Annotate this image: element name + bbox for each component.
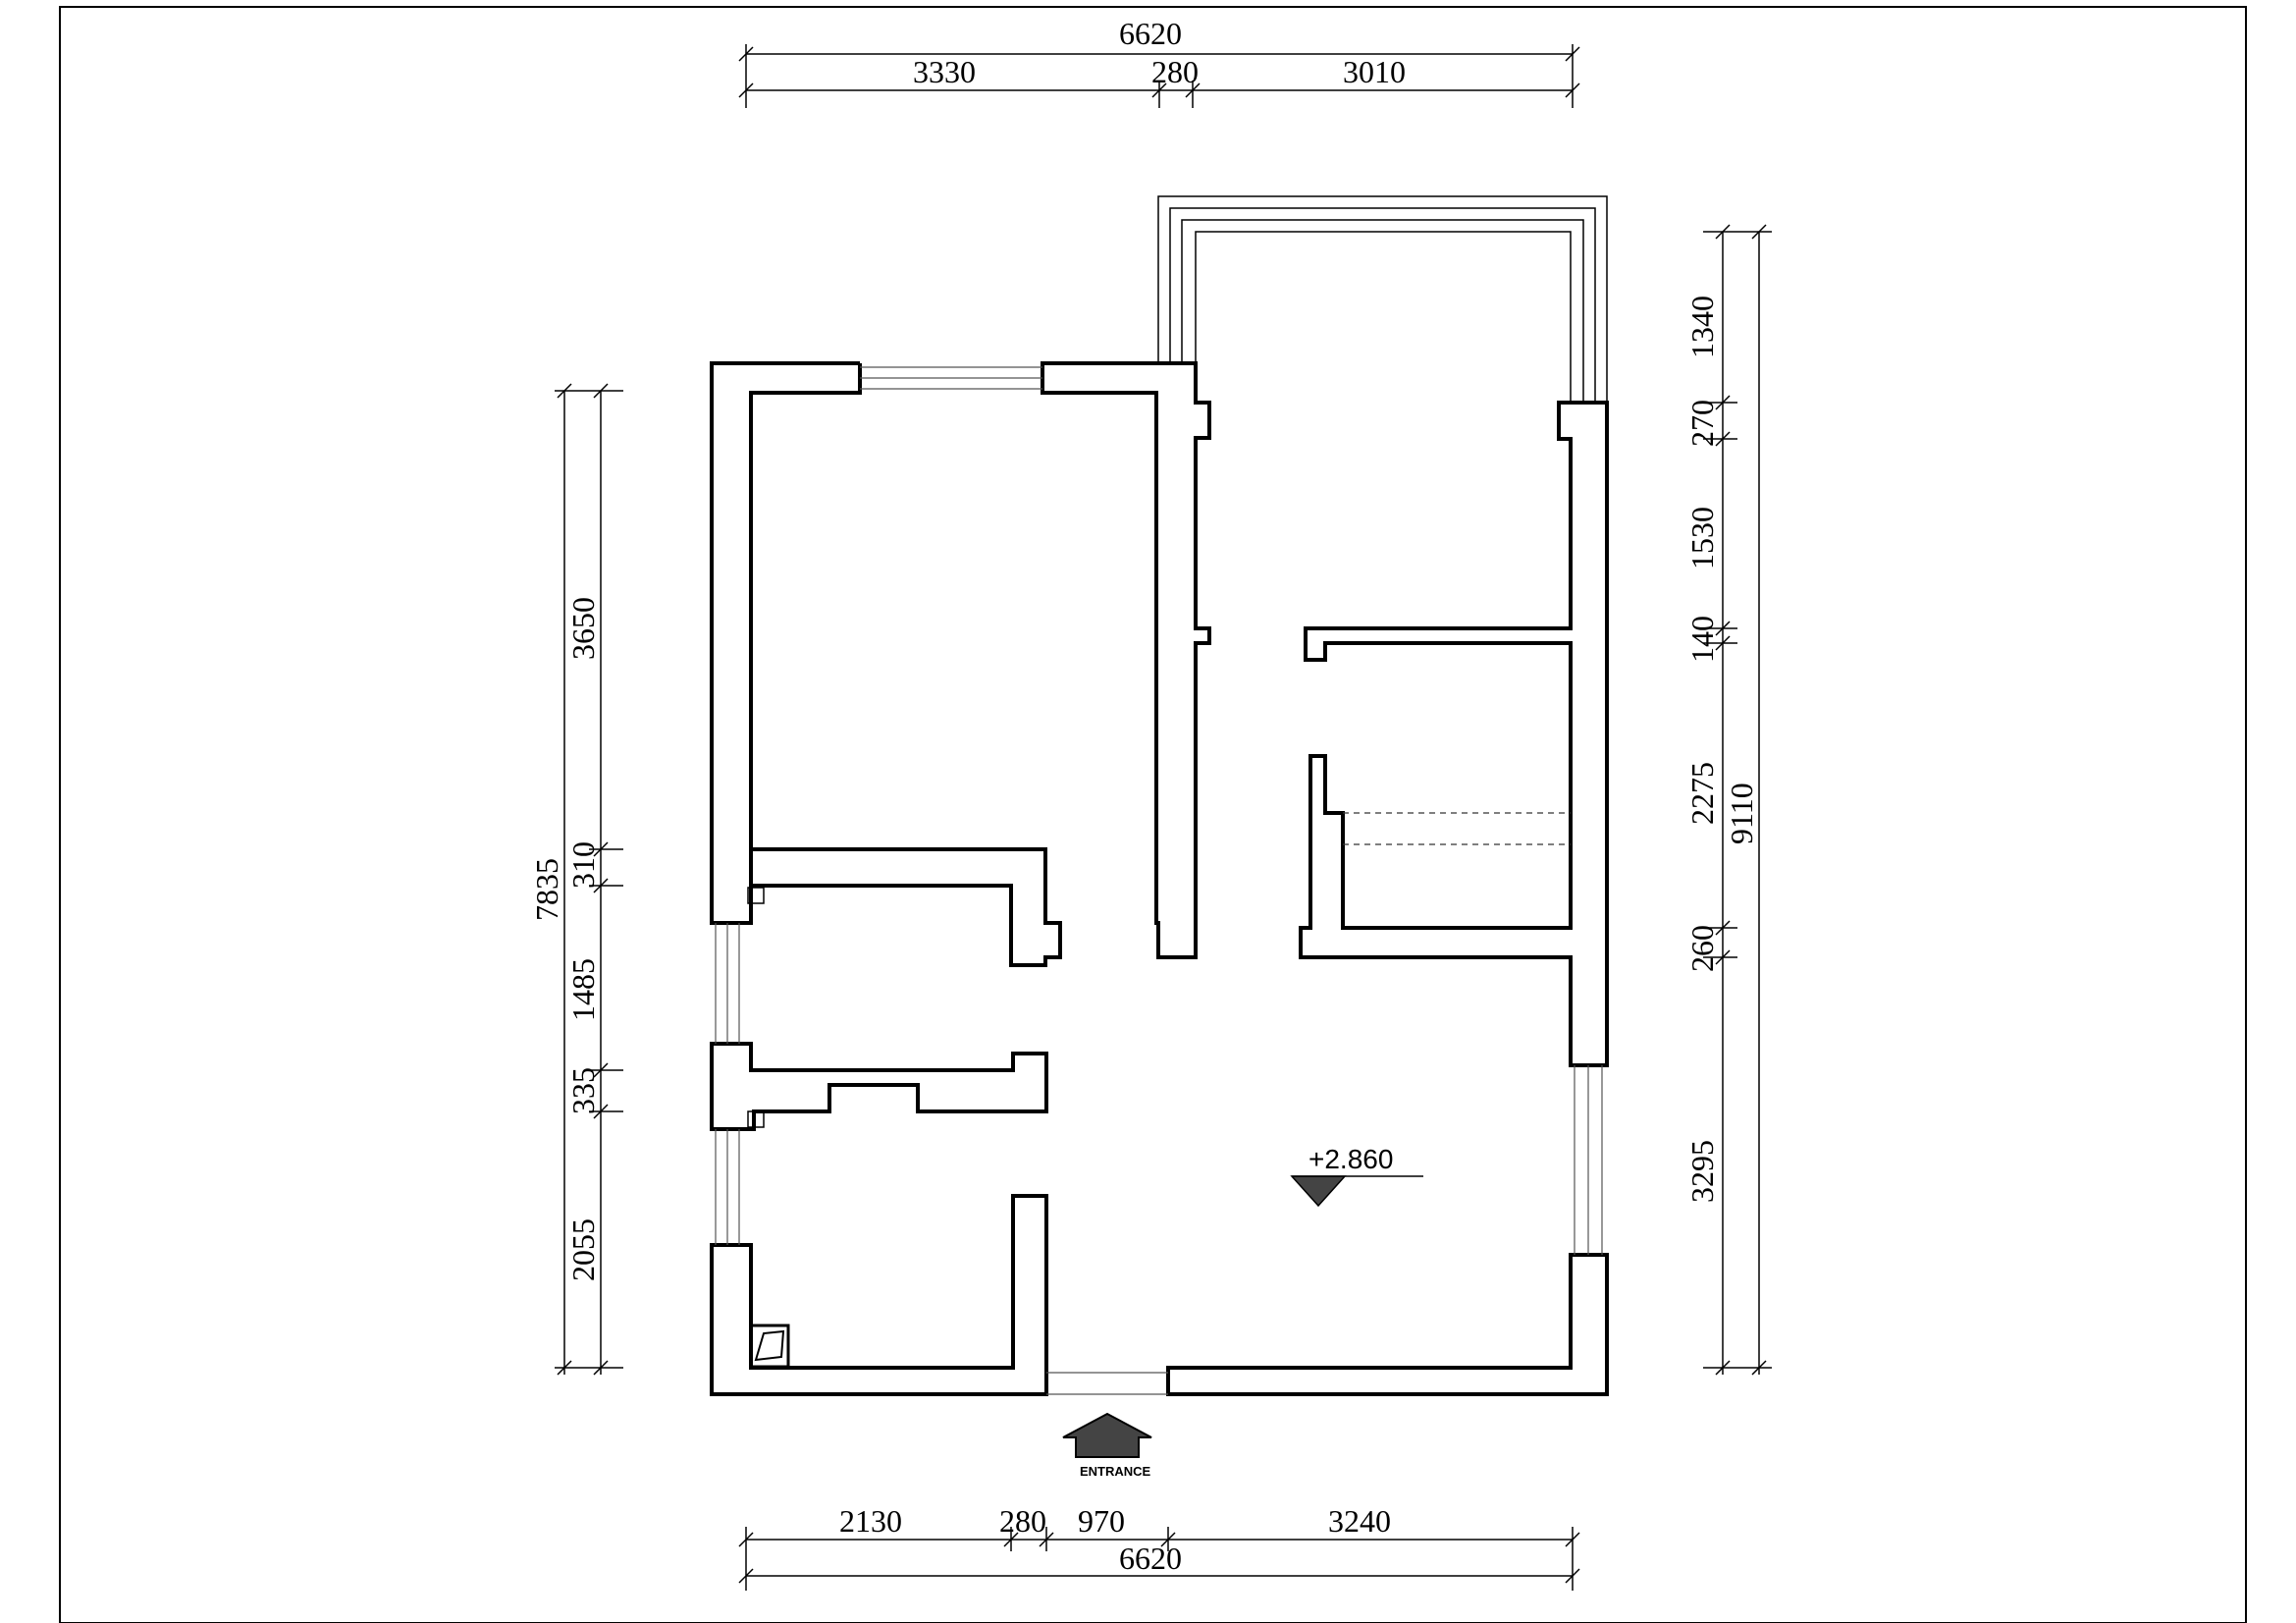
right-dim-5: 2275: [1684, 762, 1720, 825]
sheet-border: [59, 6, 2247, 1623]
top-dimensions: 6620 3330 280 3010: [738, 16, 1580, 108]
wall-bedroom-divider: [1041, 361, 1211, 959]
right-dim-1: 1340: [1684, 296, 1720, 358]
top-dim-2: 280: [1151, 54, 1199, 89]
top-dim-1: 3330: [913, 54, 976, 89]
left-dim-4: 335: [565, 1067, 601, 1114]
right-dimensions: 1340 270 1530 140 2275 260 3295 9110: [1684, 224, 1772, 1376]
left-dim-5: 2055: [565, 1218, 601, 1281]
bottom-total-dim: 6620: [1119, 1541, 1182, 1576]
top-total-dim: 6620: [1119, 16, 1182, 51]
entrance-label: ENTRANCE: [1080, 1464, 1151, 1479]
entrance-marker: ENTRANCE: [1062, 1412, 1152, 1479]
entrance-arrow-icon: [1062, 1412, 1152, 1458]
top-dim-3: 3010: [1343, 54, 1406, 89]
wall-middle-left: [710, 1042, 1048, 1131]
wall-bottom-right: [1166, 1253, 1609, 1396]
level-mark-text: +2.860: [1308, 1144, 1393, 1174]
windows: [715, 195, 1608, 1395]
right-total-dim: 9110: [1724, 783, 1759, 844]
left-dim-1: 3650: [565, 597, 601, 660]
fixture-square-2: [747, 1110, 765, 1128]
bottom-dim-4: 3240: [1328, 1503, 1391, 1539]
bottom-dim-1: 2130: [839, 1503, 902, 1539]
right-dim-2: 270: [1684, 400, 1720, 447]
wall-right-upper: [1299, 401, 1609, 1067]
left-dim-3: 1485: [565, 958, 601, 1021]
bottom-dim-2: 280: [999, 1503, 1046, 1539]
left-dim-2: 310: [565, 841, 601, 889]
right-dim-6: 260: [1684, 925, 1720, 972]
wall-upper-left: [710, 361, 1062, 967]
fixture-square-1: [747, 887, 765, 904]
bottom-dim-3: 970: [1078, 1503, 1125, 1539]
wall-lower-left: [710, 1194, 1048, 1396]
level-mark: +2.860: [1290, 1144, 1423, 1208]
fixture-toilet: [749, 1324, 790, 1369]
left-total-dim: 7835: [529, 858, 564, 921]
walls: [710, 361, 1609, 1396]
wall-upper-left-inner: [749, 363, 862, 849]
right-dim-4: 140: [1684, 616, 1720, 663]
left-dimensions: 7835 3650 310 1485 335 2055: [529, 383, 623, 1376]
right-dim-7: 3295: [1684, 1140, 1720, 1203]
right-dim-3: 1530: [1684, 507, 1720, 569]
bottom-dimensions: 2130 280 970 3240 6620: [738, 1503, 1580, 1591]
